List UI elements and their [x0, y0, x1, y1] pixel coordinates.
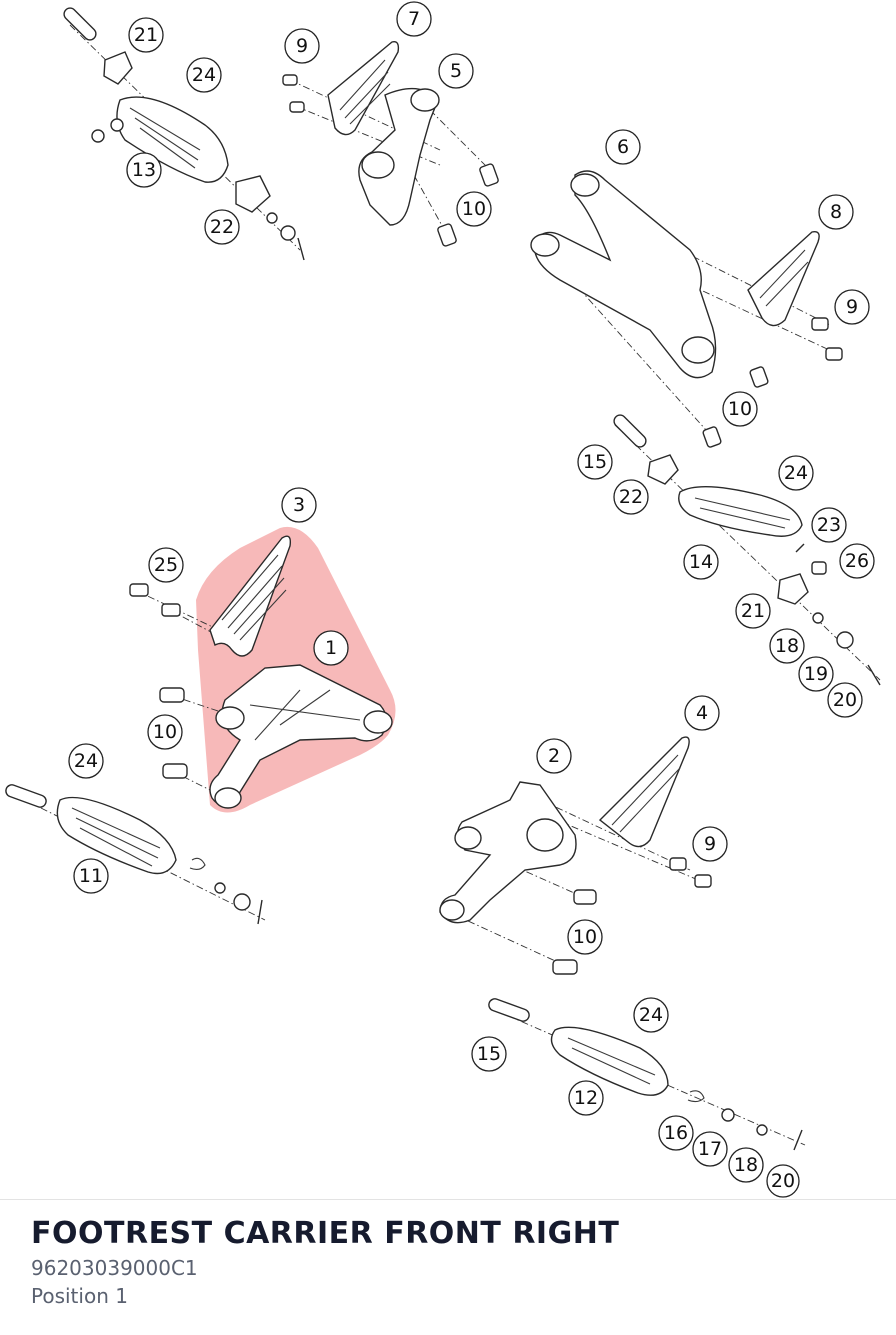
- callout-13: 13: [126, 152, 162, 188]
- callout-14: 14: [683, 544, 719, 580]
- callout-18: 18: [728, 1147, 764, 1183]
- callout-21: 21: [128, 17, 164, 53]
- svg-text:24: 24: [784, 462, 808, 484]
- svg-text:21: 21: [134, 24, 158, 46]
- svg-text:26: 26: [845, 550, 869, 572]
- svg-text:23: 23: [817, 514, 841, 536]
- callout-19: 19: [798, 656, 834, 692]
- footrest-carrier-front-right: [129, 535, 393, 809]
- svg-text:14: 14: [689, 551, 713, 573]
- footpeg-group-left: [5, 784, 266, 925]
- callout-8: 8: [818, 194, 854, 230]
- bracket-group-top-middle: [282, 41, 499, 247]
- svg-text:25: 25: [154, 554, 178, 576]
- callout-1: 1: [313, 630, 349, 666]
- svg-text:2: 2: [548, 745, 560, 767]
- callout-10: 10: [456, 191, 492, 227]
- callout-10: 10: [722, 391, 758, 427]
- svg-text:10: 10: [573, 926, 597, 948]
- svg-text:13: 13: [132, 159, 156, 181]
- callout-3: 3: [281, 487, 317, 523]
- callout-9: 9: [284, 28, 320, 64]
- callout-24: 24: [633, 997, 669, 1033]
- svg-text:18: 18: [775, 635, 799, 657]
- part-number: 96203039000C1: [31, 1256, 198, 1280]
- svg-text:15: 15: [583, 451, 607, 473]
- svg-text:9: 9: [704, 833, 716, 855]
- svg-text:8: 8: [830, 201, 842, 223]
- callout-4: 4: [684, 695, 720, 731]
- svg-text:22: 22: [619, 486, 643, 508]
- callout-16: 16: [658, 1115, 694, 1151]
- svg-text:22: 22: [210, 216, 234, 238]
- part-title: FOOTREST CARRIER FRONT RIGHT: [31, 1216, 620, 1251]
- carrier-group-right-lower: [439, 736, 712, 975]
- svg-text:10: 10: [462, 198, 486, 220]
- svg-text:4: 4: [696, 702, 708, 724]
- svg-text:3: 3: [293, 494, 305, 516]
- callout-24: 24: [186, 57, 222, 93]
- callout-25: 25: [148, 547, 184, 583]
- callout-21: 21: [735, 593, 771, 629]
- callout-12: 12: [568, 1080, 604, 1116]
- callout-9: 9: [834, 289, 870, 325]
- svg-text:18: 18: [734, 1154, 758, 1176]
- part-info: FOOTREST CARRIER FRONT RIGHT 96203039000…: [31, 1214, 871, 1310]
- svg-text:20: 20: [771, 1170, 795, 1192]
- svg-text:12: 12: [574, 1087, 598, 1109]
- svg-text:5: 5: [450, 60, 462, 82]
- callout-26: 26: [839, 543, 875, 579]
- part-position: Position 1: [31, 1284, 128, 1308]
- callout-7: 7: [396, 1, 432, 37]
- svg-text:7: 7: [408, 8, 420, 30]
- callout-17: 17: [692, 1131, 728, 1167]
- callout-22: 22: [613, 479, 649, 515]
- svg-text:1: 1: [325, 637, 337, 659]
- callout-15: 15: [577, 444, 613, 480]
- svg-text:10: 10: [728, 398, 752, 420]
- callout-22: 22: [204, 209, 240, 245]
- callout-11: 11: [73, 858, 109, 894]
- callout-20: 20: [766, 1164, 800, 1198]
- callout-20: 20: [827, 682, 863, 718]
- footpeg-group-bottom: [488, 998, 806, 1151]
- svg-text:9: 9: [296, 35, 308, 57]
- callout-24: 24: [778, 455, 814, 491]
- svg-text:15: 15: [477, 1043, 501, 1065]
- svg-text:9: 9: [846, 296, 858, 318]
- svg-text:6: 6: [617, 136, 629, 158]
- callout-15: 15: [471, 1036, 507, 1072]
- section-divider: [0, 1199, 896, 1200]
- svg-text:24: 24: [74, 750, 98, 772]
- svg-text:17: 17: [698, 1138, 722, 1160]
- svg-text:20: 20: [833, 689, 857, 711]
- callout-9: 9: [692, 826, 728, 862]
- exploded-parts-diagram: 21 24 13 22 9 7 5 10 6 8 9 10 3 25 1 10 …: [5, 1, 881, 1198]
- carrier-group-right-upper: [530, 170, 843, 448]
- callout-18: 18: [769, 628, 805, 664]
- footpeg-group-right-middle: [613, 414, 881, 686]
- footpeg-group-top-left: [63, 7, 305, 261]
- callout-6: 6: [605, 129, 641, 165]
- callout-23: 23: [811, 507, 847, 543]
- svg-text:16: 16: [664, 1122, 688, 1144]
- callout-10: 10: [567, 919, 603, 955]
- svg-text:19: 19: [804, 663, 828, 685]
- svg-text:24: 24: [192, 64, 216, 86]
- callout-24: 24: [68, 743, 104, 779]
- svg-text:10: 10: [153, 721, 177, 743]
- svg-text:11: 11: [79, 865, 103, 887]
- svg-text:24: 24: [639, 1004, 663, 1026]
- callout-5: 5: [438, 53, 474, 89]
- callout-2: 2: [536, 738, 572, 774]
- svg-text:21: 21: [741, 600, 765, 622]
- callout-10: 10: [147, 714, 183, 750]
